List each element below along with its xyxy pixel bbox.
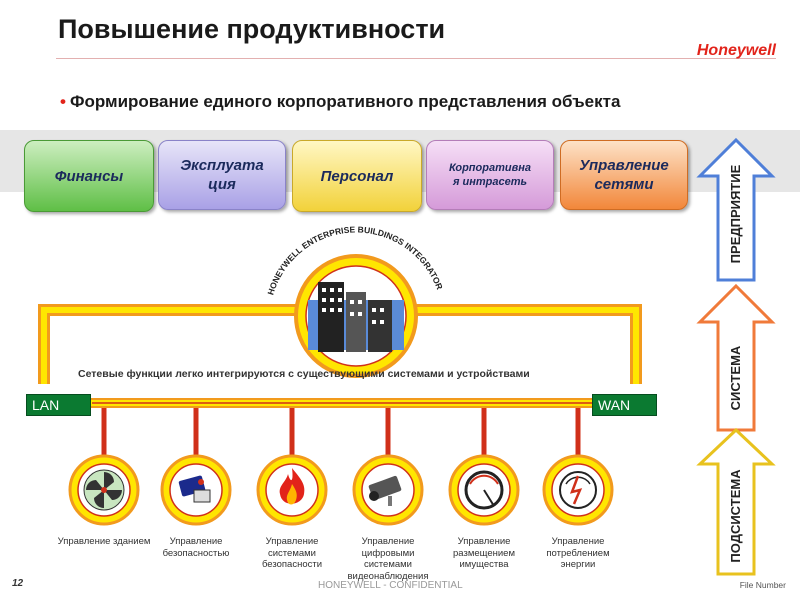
lan-label: LAN [26,394,91,416]
fire-icon [279,468,305,505]
bullet-icon: • [60,92,66,111]
confidential-notice: HONEYWELL - CONFIDENTIAL [318,580,463,591]
buildings-icon [308,282,404,352]
frame-line-inner [41,307,639,384]
system-nodes [68,454,614,526]
bullet-text: Формирование единого корпоративного пред… [69,92,621,111]
system-label-security: Управление безопасностью [162,536,230,559]
honeywell-logo: Honeywell [696,42,776,59]
file-number: File Number [739,580,786,590]
system-label-assets: Управление размещением имущества [453,536,515,570]
category-network-management: Управление сетями [560,140,688,210]
category-finance: Финансы [24,140,154,212]
fan-icon [83,469,125,511]
camera-icon [368,475,402,506]
arrow-subsystem [696,427,776,576]
bullet-line: •Формирование единого корпоративного пре… [60,92,620,112]
system-label-video: Управление цифровыми системами видеонабл… [347,536,429,582]
category-operations: Эксплуата ция [158,140,286,210]
wan-label: WAN [592,394,657,416]
system-label-energy: Управление потреблением энергии [546,536,610,570]
level-label-enterprise: ПРЕДПРИЯТИЕ [728,164,743,264]
access-card-icon [178,475,211,503]
gauge-icon [464,470,504,510]
system-connectors [101,408,581,460]
category-intranet: Корпоративна я интрасеть [426,140,554,210]
arrow-enterprise [696,137,776,282]
page-title: Повышение продуктивности [58,14,446,44]
category-personnel: Персонал [292,140,422,212]
system-label-building: Управление зданием [57,536,151,547]
level-label-system: СИСТЕМА [728,345,743,411]
energy-meter-icon [559,471,597,509]
level-label-subsystem: ПОДСИСТЕМА [728,469,743,563]
title-divider [56,58,776,59]
system-label-safety-systems: Управление системами безопасности [261,536,323,570]
page-number: 12 [12,578,24,589]
network-note: Сетевые функции легко интегрируются с су… [78,368,530,380]
